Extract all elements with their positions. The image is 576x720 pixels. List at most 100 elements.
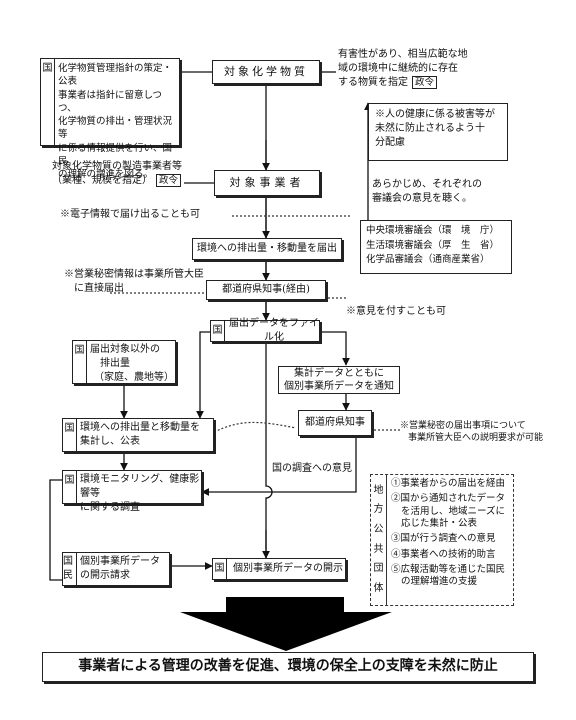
side-label: 国 <box>41 59 55 145</box>
report-label: 環境への排出量・移動量を届出 <box>197 243 337 254</box>
side-label: 国 <box>211 321 225 341</box>
side-char: 地 <box>373 484 384 496</box>
non-reported-line: 届出対象以外の <box>90 344 160 355</box>
aggregate-line: 環境への排出量と移動量を <box>80 422 200 433</box>
guideline-line: 化学物質管理指針の策定・公表 <box>58 63 173 88</box>
secret-explanation-note: ※営業秘密の届出事項について 事業所管大臣への説明要求が可能 <box>400 420 543 444</box>
arrow-file-notify <box>320 331 350 366</box>
local-item: を活用し、地域ニーズに <box>401 505 506 517</box>
local-item: の理解増進の支援 <box>401 576 478 588</box>
target-operators-label: 対象事業者 <box>229 176 305 190</box>
side-char: 民 <box>63 570 73 581</box>
prefecture-box: 都道府県知事 <box>298 410 372 436</box>
local-item: ④事業者への技術的助言 <box>391 548 496 560</box>
bracket-left <box>49 479 62 581</box>
disclosure-label: 個別事業所データの開示 <box>233 563 343 574</box>
advance-note-line: あらかじめ、それぞれの <box>372 179 482 190</box>
health-note-box: ※人の健康に係る被害等が 未然に防止されるよう十 分配慮 <box>368 103 508 161</box>
notify-line: 集計データとともに <box>294 368 384 379</box>
local-item: ⑤広報活動等を通じた国民 <box>391 564 506 576</box>
electronic-note: ※電子情報で届け出ることも可 <box>60 209 200 220</box>
secret-note-line: ※営業秘密の届出事項について <box>400 421 526 431</box>
trade-secret-note: ※営業秘密情報は事業所管大臣 に直接届出 <box>64 268 204 296</box>
council-item: 化学品審議会（通商産業省） <box>366 254 490 266</box>
secret-note-line: 事業所管大臣への説明要求が可能 <box>408 433 544 444</box>
notify-line: 個別事業所データを通知 <box>284 381 394 392</box>
guideline-line: 化学物質の排出・管理状況等 <box>58 116 173 141</box>
local-government-items: ①事業者からの届出を経由 ②国から通知されたデータ を活用し、地域ニーズに 応じ… <box>391 478 511 589</box>
health-note-line: 分配慮 <box>375 137 405 148</box>
conclusion-box: 事業者による管理の改善を促進、環境の保全上の支障を未然に防止 <box>42 652 534 682</box>
council-item: 中央環境審議会（環 境 庁） <box>366 225 500 236</box>
conclusion-label: 事業者による管理の改善を促進、環境の保全上の支障を未然に防止 <box>78 658 498 675</box>
trade-secret-line: ※営業秘密情報は事業所管大臣 <box>64 269 204 280</box>
non-reported-line: 排出量 <box>100 358 130 369</box>
monitoring-line: に関する調査 <box>80 502 140 513</box>
advance-note: あらかじめ、それぞれの 審議会の意見を聴く。 <box>372 178 512 206</box>
target-note: 有害性があり、相当広範な地 域の環境中に継続的に存在 する物質を指定政令 <box>338 48 488 90</box>
side-char: 方 <box>373 504 384 516</box>
councils-box: 中央環境審議会（環 境 庁） 生活環境審議会（厚 生 省） 化学品審議会（通商産… <box>360 220 512 274</box>
file-data-label: 届出データをファイル化 <box>229 318 319 343</box>
side-char: 国 <box>63 556 73 567</box>
target-note-line: する物質を指定 <box>338 77 408 88</box>
health-note-line: ※人の健康に係る被害等が <box>375 109 495 120</box>
cabinet-order-tag: 政令 <box>156 174 182 188</box>
side-label: 国 <box>63 419 77 451</box>
side-label: 国 民 <box>63 553 77 585</box>
prefecture-via-box: 都道府県知事(経由) <box>206 280 326 300</box>
non-reported-box: 国 届出対象以外の 排出量 （家庭、農地等） <box>72 340 176 384</box>
guideline-line: 事業者は指針に留意しつつ、 <box>58 89 162 114</box>
disclosure-box: 国 個別事業所データの開示 <box>212 558 346 580</box>
operator-def-line: （業種、規模を指定） <box>52 175 152 186</box>
aggregate-line: 集計し、公表 <box>80 436 140 447</box>
target-substance-box: 対象化学物質 <box>212 60 320 84</box>
local-government-side-label: 地 方 公 共 団 体 <box>371 475 387 605</box>
side-char: 共 <box>373 543 384 555</box>
arrow-survey-opinion <box>201 436 357 496</box>
survey-opinion-label: 国の調査への意見 <box>272 463 352 474</box>
non-reported-line: （家庭、農地等） <box>94 372 174 383</box>
guideline-line: の理解の増進を図る。 <box>58 169 154 181</box>
guideline-box: 国 化学物質管理指針の策定・公表 事業者は指針に留意しつつ、 化学物質の排出・管… <box>40 58 180 180</box>
prefecture-label: 都道府県知事 <box>305 417 365 428</box>
advance-note-line: 審議会の意見を聴く。 <box>372 193 472 204</box>
file-data-box: 国 届出データをファイル化 <box>210 318 320 343</box>
request-line: 個別事業所データ <box>80 556 160 567</box>
target-substance-label: 対象化学物質 <box>224 65 308 79</box>
side-label: 国 <box>213 559 227 579</box>
opinion-note: ※意見を付すことも可 <box>346 306 446 317</box>
side-char: 公 <box>373 524 384 536</box>
dotted-aggregate-prefecture <box>213 421 297 433</box>
request-line: の開示請求 <box>80 570 130 581</box>
aggregate-box: 国 環境への排出量と移動量を 集計し、公表 <box>62 418 214 452</box>
disclosure-request-box: 国 民 個別事業所データ の開示請求 <box>62 552 170 586</box>
local-item: 応じた集計・公表 <box>401 518 478 530</box>
trade-secret-line: に直接届出 <box>74 283 124 294</box>
target-note-line: 域の環境中に継続的に存在 <box>338 63 458 74</box>
target-operators-box: 対象事業者 <box>214 170 320 196</box>
guideline-line: に係る情報提供を行い、国民 <box>58 142 173 168</box>
monitoring-box: 国 環境モニタリング、健康影響等 に関する調査 <box>62 470 202 513</box>
side-label: 国 <box>63 471 77 503</box>
target-note-line: 有害性があり、相当広範な地 <box>338 49 468 60</box>
prefecture-via-label: 都道府県知事(経由) <box>222 284 310 295</box>
side-label: 国 <box>73 341 87 383</box>
local-item: ②国から通知されたデータ <box>391 493 506 505</box>
arrow-file-aggregate <box>196 331 210 419</box>
council-item: 生活環境審議会（厚 生 省） <box>366 239 500 251</box>
health-note-line: 未然に防止されるよう十 <box>375 123 485 134</box>
local-government-box: 地 方 公 共 団 体 ①事業者からの届出を経由 ②国から通知されたデータ を活… <box>370 474 514 606</box>
side-char: 団 <box>373 563 384 575</box>
big-down-arrow <box>180 597 392 651</box>
report-box: 環境への排出量・移動量を届出 <box>192 238 342 260</box>
local-item: ①事業者からの届出を経由 <box>391 478 506 489</box>
local-item: ③国が行う調査への意見 <box>391 533 496 545</box>
monitoring-line: 環境モニタリング、健康影響等 <box>80 474 200 499</box>
side-char: 体 <box>373 583 384 595</box>
operator-def-line: 対象化学物質の製造事業者等 <box>52 161 182 172</box>
cabinet-order-tag: 政令 <box>412 76 438 90</box>
notify-box: 集計データとともに 個別事業所データを通知 <box>278 366 400 394</box>
